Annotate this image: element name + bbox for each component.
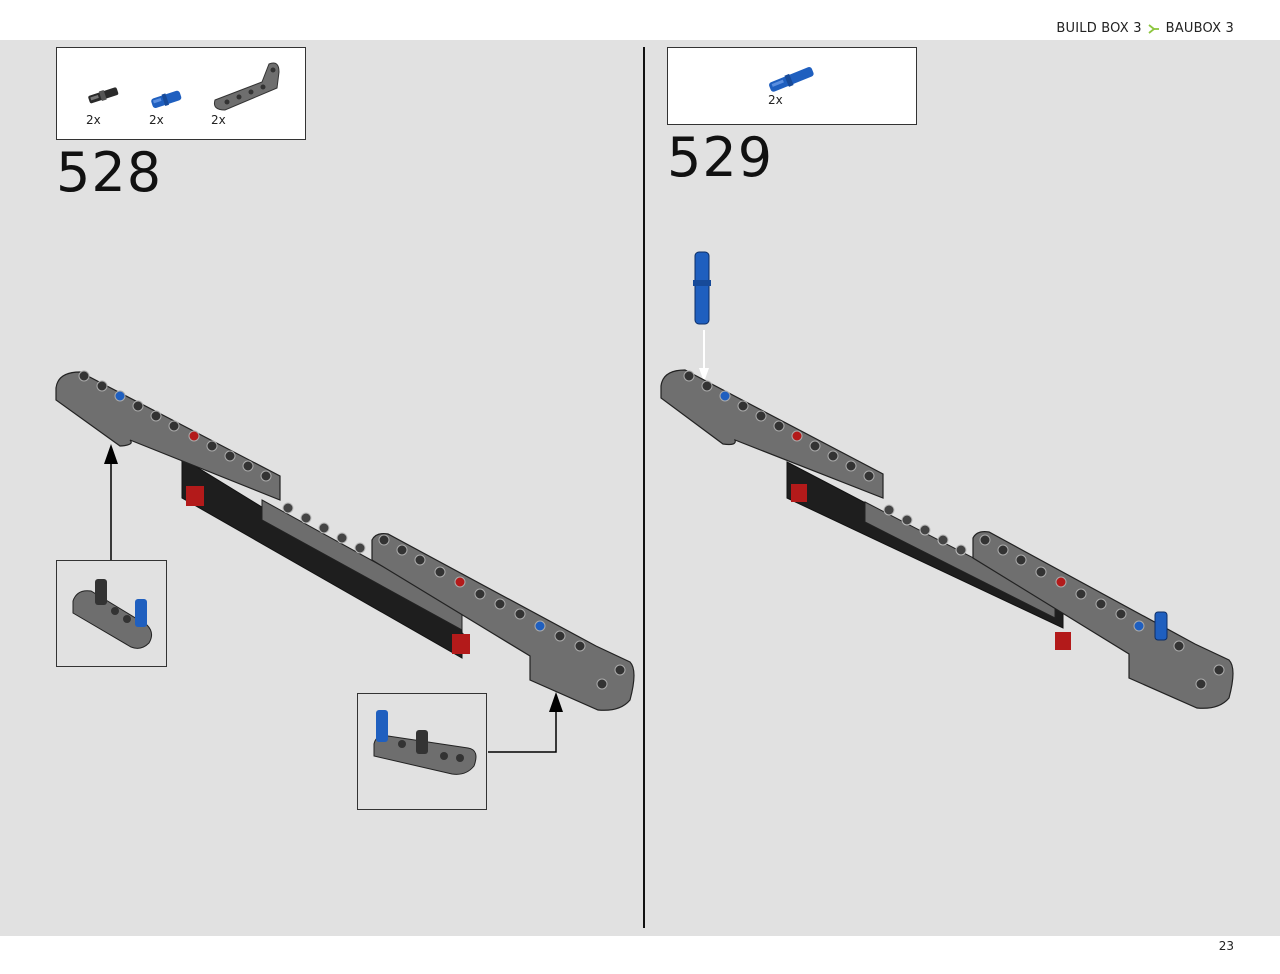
parts-list-528: 2x 2x 2x	[56, 47, 306, 140]
arrow-up-icon	[549, 692, 563, 712]
grey-l-beam-icon	[214, 62, 280, 111]
qty-blue-pin: 2x	[149, 113, 164, 127]
red-pin-icon	[186, 486, 204, 506]
blue-pin-icon	[376, 710, 388, 742]
parts-list-529: 2x	[667, 47, 917, 125]
red-pin-icon	[452, 634, 470, 654]
breadcrumb: BUILD BOX 3 BAUBOX 3	[1056, 21, 1234, 36]
callout-right-art	[373, 710, 477, 775]
chevron-arrow-icon	[1148, 23, 1159, 34]
step-number-528: 528	[56, 141, 163, 204]
callout-right-pins	[357, 693, 487, 810]
assembly-528	[55, 370, 635, 753]
red-pin-icon	[1055, 632, 1071, 650]
arrow-line	[488, 702, 557, 753]
assembly-529	[660, 251, 1234, 709]
qty-grey-l-beam: 2x	[211, 113, 226, 127]
black-axle-pin-icon	[95, 579, 107, 605]
parts-list-529-art	[769, 67, 814, 92]
step-divider	[643, 47, 645, 928]
black-axle-pin-icon	[416, 730, 428, 754]
blue-long-pin-icon	[693, 251, 711, 325]
page-number: 23	[1218, 939, 1234, 953]
breadcrumb-baubox: BAUBOX 3	[1165, 21, 1234, 36]
blue-pin-icon	[151, 90, 182, 108]
blue-pin-icon	[1154, 611, 1168, 641]
callout-left-art	[72, 579, 153, 649]
page-header: BUILD BOX 3 BAUBOX 3	[0, 0, 1280, 40]
arrow-up-icon	[104, 444, 118, 464]
parts-list-528-art	[88, 62, 280, 111]
arrow-down-icon	[699, 368, 709, 382]
blue-pin-icon	[135, 599, 147, 627]
black-axle-pin-icon	[88, 87, 119, 104]
red-pin-icon	[791, 484, 807, 502]
qty-blue-long-pin: 2x	[768, 93, 783, 107]
breadcrumb-build-box: BUILD BOX 3	[1056, 21, 1142, 36]
qty-black-axle-pin: 2x	[86, 113, 101, 127]
blue-long-pin-icon	[769, 67, 814, 92]
step-number-529: 529	[667, 126, 774, 189]
callout-left-pins	[56, 560, 167, 667]
